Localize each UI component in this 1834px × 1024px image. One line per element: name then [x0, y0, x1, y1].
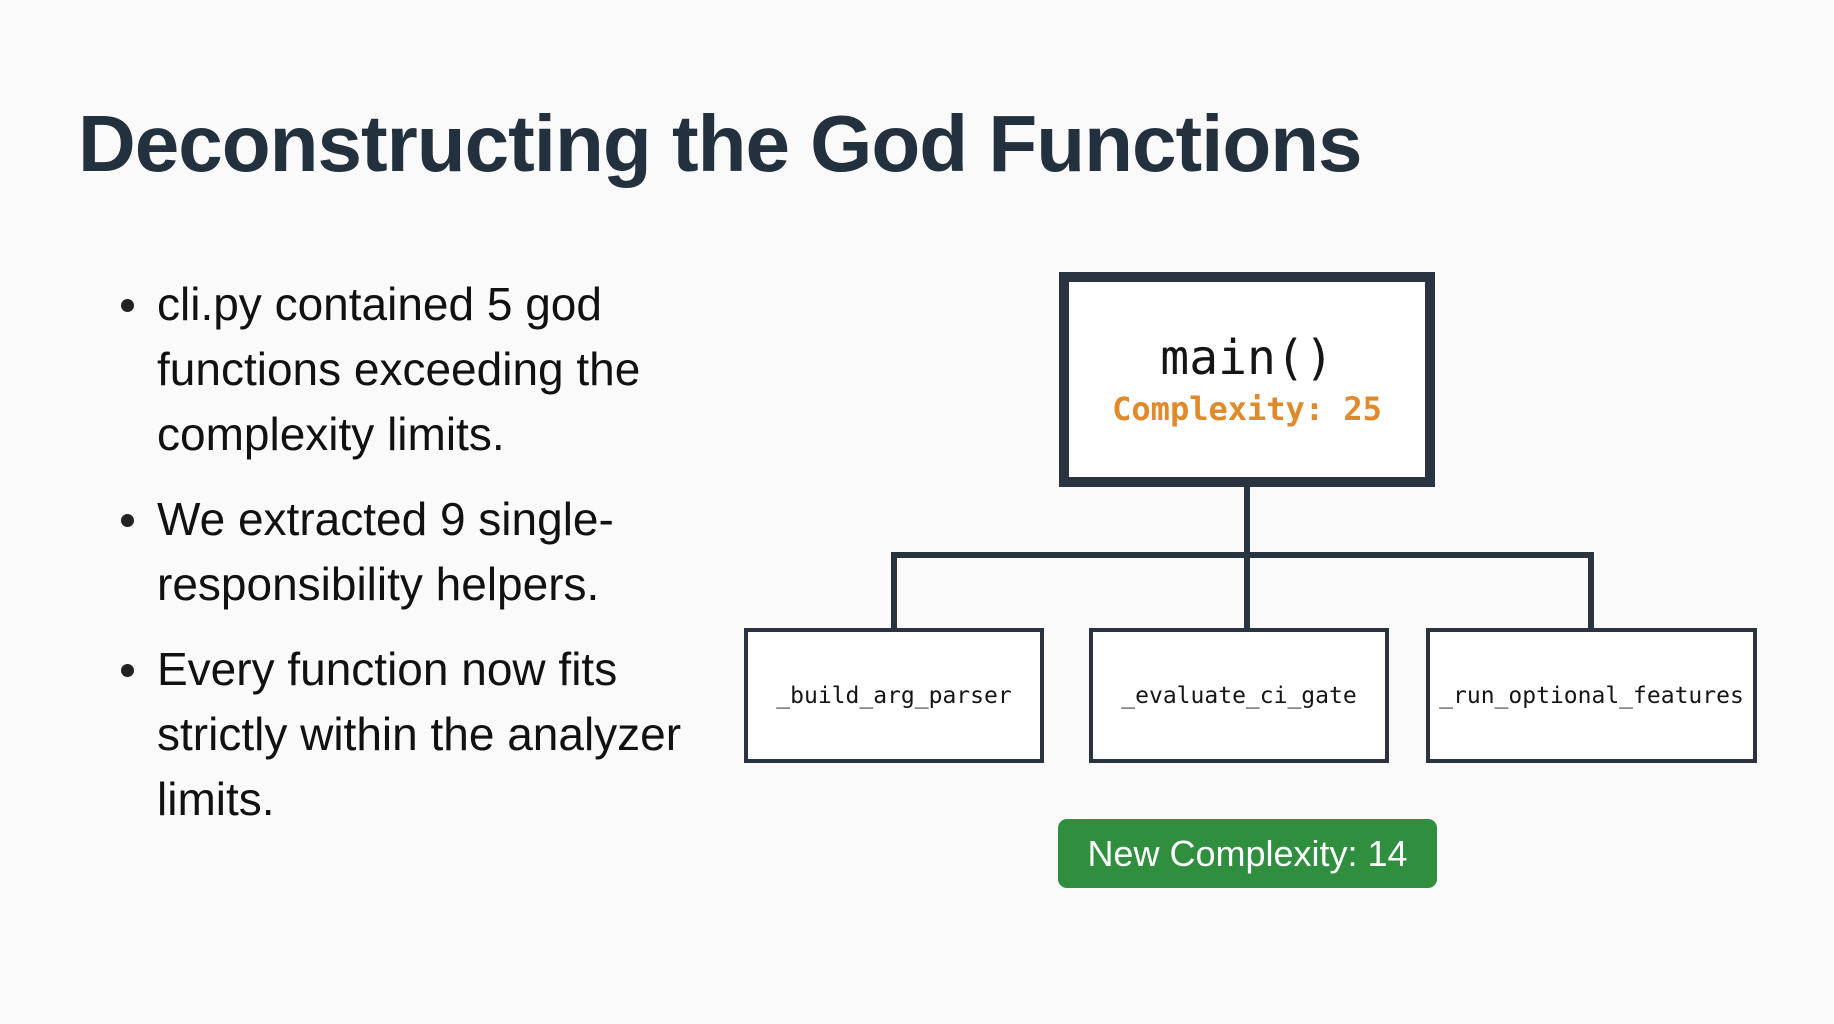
helper-name: _run_optional_features: [1439, 682, 1744, 709]
bullet-dot-icon: [121, 514, 134, 527]
bullet-dot-icon: [121, 299, 134, 312]
helper-node-run-optional-features: _run_optional_features: [1426, 628, 1757, 763]
bullet-item: We extracted 9 single-responsibility hel…: [117, 487, 717, 617]
helper-name: _build_arg_parser: [776, 682, 1012, 709]
bullet-text: cli.py contained 5 god functions exceedi…: [157, 278, 641, 460]
bullet-item: Every function now fits strictly within …: [117, 637, 717, 832]
bullet-list: cli.py contained 5 god functions exceedi…: [117, 272, 717, 852]
bullet-item: cli.py contained 5 god functions exceedi…: [117, 272, 717, 467]
helper-node-build-arg-parser: _build_arg_parser: [744, 628, 1044, 763]
new-complexity-label: New Complexity: 14: [1087, 832, 1408, 874]
helper-name: _evaluate_ci_gate: [1121, 682, 1357, 709]
main-function-name: main(): [1160, 329, 1334, 386]
new-complexity-badge: New Complexity: 14: [1058, 819, 1437, 888]
helper-node-evaluate-ci-gate: _evaluate_ci_gate: [1089, 628, 1389, 763]
bullet-dot-icon: [121, 664, 134, 677]
bullet-text: We extracted 9 single-responsibility hel…: [157, 493, 614, 610]
main-complexity-label: Complexity: 25: [1112, 389, 1382, 428]
bullet-text: Every function now fits strictly within …: [157, 643, 682, 825]
slide-title: Deconstructing the God Functions: [78, 99, 1363, 188]
main-function-node: main() Complexity: 25: [1059, 272, 1435, 487]
